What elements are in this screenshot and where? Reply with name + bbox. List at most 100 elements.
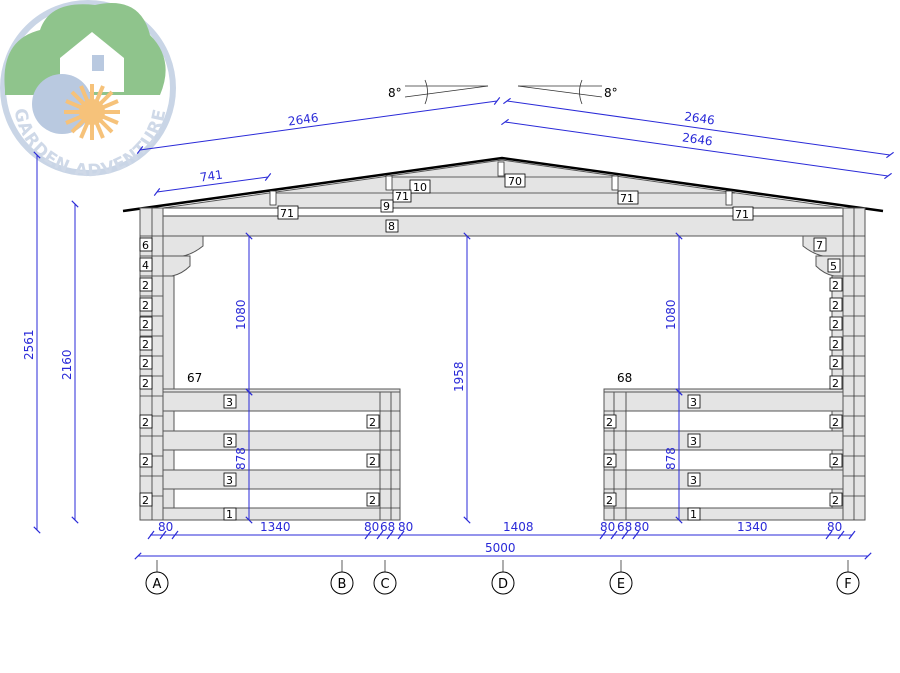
left-bracket-upper	[162, 235, 204, 257]
slope-right-dim-2: 2646	[681, 130, 713, 148]
bottom-dimensions: 80 1340 80 68 80 1408 80 68 80 1340 80 5…	[134, 520, 872, 560]
svg-text:1: 1	[690, 508, 697, 521]
right-post-tags: 2 2 2 2 2 2 2 2 2	[829, 277, 843, 507]
roof-line	[122, 156, 884, 213]
dim-right-post: 80	[827, 520, 842, 534]
dim-left-post: 80	[158, 520, 173, 534]
label-left-section: 67	[187, 371, 202, 385]
svg-text:F: F	[844, 577, 851, 592]
slope-right-dim-1: 2646	[683, 109, 715, 127]
svg-text:2: 2	[142, 338, 149, 351]
svg-text:2: 2	[142, 494, 149, 507]
svg-text:D: D	[498, 577, 508, 592]
tag-top-beam: 10	[413, 181, 427, 194]
dim-right-upper: 1080	[664, 299, 678, 330]
svg-text:2: 2	[606, 455, 613, 468]
part-tags: 70 10 71 9 8 71 71 71 6 4 7 5 2 2 2 2 2 …	[139, 173, 843, 521]
dim-c-gap: 68	[380, 520, 395, 534]
axis-markers: A B C D E F	[145, 560, 860, 595]
dim-left-upper: 1080	[234, 299, 248, 330]
tag-purlin-center: 71	[395, 190, 409, 203]
svg-text:2: 2	[606, 416, 613, 429]
dim-wall-height: 2160	[60, 349, 74, 380]
svg-text:2: 2	[606, 494, 613, 507]
tag-plate: 9	[383, 200, 390, 213]
svg-text:2: 2	[832, 416, 839, 429]
tag-purlin-right-1: 71	[620, 192, 634, 205]
svg-text:3: 3	[226, 435, 233, 448]
svg-text:2: 2	[142, 455, 149, 468]
slope-left-dim: 2646	[287, 110, 319, 128]
svg-text:3: 3	[690, 435, 697, 448]
tag-right-bracket-upper: 7	[816, 239, 823, 252]
slope-dimensions: 2646 2646 2646 741	[136, 97, 894, 196]
svg-text:2: 2	[832, 299, 839, 312]
axis-f	[836, 571, 860, 595]
tag-purlin-right-2: 71	[735, 208, 749, 221]
dim-left-span: 1340	[260, 520, 291, 534]
sun-icon	[64, 84, 120, 140]
svg-text:2: 2	[142, 299, 149, 312]
svg-text:3: 3	[226, 396, 233, 409]
axis-e	[609, 571, 633, 595]
dim-right-span: 1340	[737, 520, 768, 534]
svg-text:2: 2	[832, 318, 839, 331]
vertical-dimensions: 2561 2160 1958 1080 1080 878 878	[22, 151, 683, 534]
left-railing	[162, 388, 401, 521]
tag-left-bracket-upper: 6	[142, 239, 149, 252]
svg-text:1: 1	[226, 508, 233, 521]
post-c	[390, 391, 401, 521]
dim-e-gap: 68	[617, 520, 632, 534]
tag-left-bracket-lower: 4	[142, 259, 149, 272]
axis-d	[491, 571, 515, 595]
tag-purlin-left: 71	[280, 207, 294, 220]
svg-text:3: 3	[690, 474, 697, 487]
svg-text:2: 2	[369, 416, 376, 429]
dim-left-rail: 878	[234, 447, 248, 470]
pitch-left-label: 8°	[388, 86, 402, 100]
svg-text:2: 2	[369, 494, 376, 507]
svg-text:A: A	[153, 577, 162, 592]
garden-adventure-logo: GARDEN ADVENTURE	[0, 0, 176, 181]
svg-text:2: 2	[142, 318, 149, 331]
svg-text:2: 2	[142, 416, 149, 429]
dim-d-post: 80	[600, 520, 615, 534]
dim-c-post: 80	[398, 520, 413, 534]
dim-total-height: 2561	[22, 329, 36, 360]
svg-text:3: 3	[690, 396, 697, 409]
svg-text:2: 2	[832, 357, 839, 370]
axis-a	[145, 571, 169, 595]
dim-right-rail: 878	[664, 447, 678, 470]
overhang-dim: 741	[199, 168, 224, 185]
svg-text:B: B	[338, 577, 347, 592]
svg-text:C: C	[380, 577, 389, 592]
right-railing	[603, 388, 844, 521]
pitch-right-label: 8°	[604, 86, 618, 100]
svg-text:2: 2	[832, 338, 839, 351]
tag-ridge: 70	[508, 175, 522, 188]
svg-text:2: 2	[142, 279, 149, 292]
house-window-icon	[92, 55, 104, 71]
svg-text:2: 2	[142, 357, 149, 370]
dim-opening-height: 1958	[452, 361, 466, 392]
dim-e-post: 80	[634, 520, 649, 534]
svg-text:2: 2	[832, 455, 839, 468]
dim-total-width: 5000	[485, 541, 516, 555]
axis-b	[330, 571, 354, 595]
svg-text:E: E	[617, 577, 625, 592]
svg-text:3: 3	[226, 474, 233, 487]
axis-c	[373, 571, 397, 595]
svg-text:2: 2	[832, 494, 839, 507]
tag-main-beam: 8	[388, 220, 395, 233]
dim-b-post: 80	[364, 520, 379, 534]
railing-post-tags: 2 2 2 2 2 2	[366, 414, 617, 507]
pitch-left: 8°	[388, 79, 489, 105]
dim-center-span: 1408	[503, 520, 534, 534]
svg-text:2: 2	[832, 279, 839, 292]
svg-text:2: 2	[142, 377, 149, 390]
svg-text:2: 2	[369, 455, 376, 468]
svg-text:2: 2	[832, 377, 839, 390]
pitch-right: 8°	[517, 79, 618, 105]
post-log-lines	[140, 235, 865, 497]
